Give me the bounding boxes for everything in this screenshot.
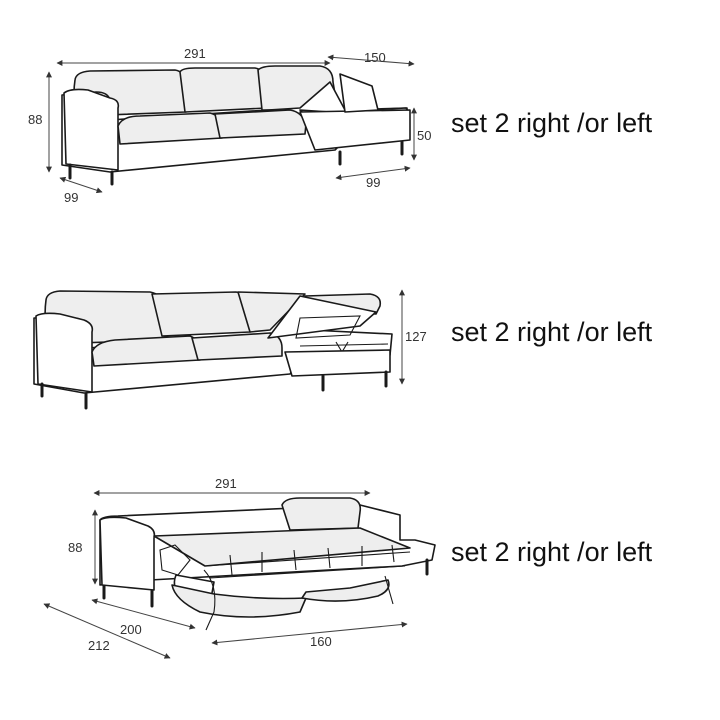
dim-seat-height-label: 50 — [417, 128, 431, 143]
sofa-bed-open-drawing: 291 88 200 212 160 — [43, 476, 436, 659]
dim-chaise-depth-label: 99 — [366, 175, 380, 190]
dim-open-height-label: 127 — [405, 329, 427, 344]
caption-bed: set 2 right /or left — [451, 537, 653, 567]
dim-bed-width-160-label: 160 — [310, 634, 332, 649]
dim-height-label: 88 — [28, 112, 42, 127]
dim-bed-length-label: 200 — [120, 622, 142, 637]
caption-closed: set 2 right /or left — [451, 108, 653, 138]
dim-total-length-label: 212 — [88, 638, 110, 653]
sofa-closed-drawing: 291 150 88 99 50 99 — [28, 46, 431, 205]
caption-storage: set 2 right /or left — [451, 317, 653, 347]
dim-chaise-width-label: 150 — [364, 50, 386, 65]
dim-width-label: 291 — [184, 46, 206, 61]
sofa-storage-open-drawing: 127 — [33, 289, 427, 410]
dim-bed-height-label: 88 — [68, 540, 82, 555]
dim-depth-label: 99 — [64, 190, 78, 205]
dim-bed-width-label: 291 — [215, 476, 237, 491]
